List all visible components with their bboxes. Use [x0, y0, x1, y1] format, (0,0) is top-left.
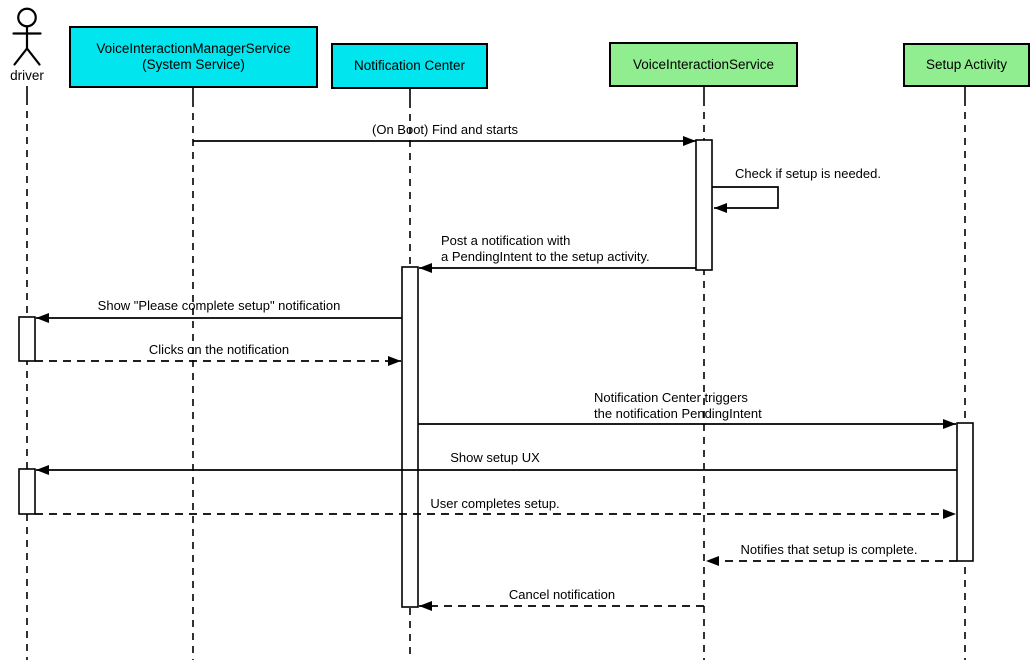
- message-4-label: Show "Please complete setup" notificatio…: [97, 298, 341, 313]
- message-3-label: Post a notification with a PendingIntent…: [441, 233, 650, 264]
- message-arrows: [35, 136, 957, 611]
- person-icon: [12, 7, 42, 66]
- message-9-label: Notifies that setup is complete.: [740, 542, 918, 557]
- message-5-label: Clicks on the notification: [148, 342, 290, 357]
- participant-head-sa: Setup Activity: [903, 43, 1030, 87]
- activation-bar-sa: [956, 422, 974, 562]
- actor-label-driver: driver: [10, 68, 44, 83]
- activation-bars: [18, 139, 974, 608]
- message-1-label: (On Boot) Find and starts: [372, 122, 518, 137]
- participant-head-vims: VoiceInteractionManagerService (System S…: [69, 26, 318, 88]
- message-2-label: Check if setup is needed.: [735, 166, 881, 181]
- participant-head-vis: VoiceInteractionService: [609, 42, 798, 87]
- message-2-self-loop: [712, 186, 779, 213]
- message-7-label: Show setup UX: [450, 450, 540, 465]
- participant-head-nc: Notification Center: [331, 43, 488, 89]
- message-6-label: Notification Center triggers the notific…: [594, 390, 762, 421]
- message-8-label: User completes setup.: [430, 496, 560, 511]
- activation-bar-vis: [695, 139, 713, 271]
- activation-bar-driver-1: [18, 316, 36, 362]
- activation-bar-nc: [401, 266, 419, 608]
- message-10-label: Cancel notification: [508, 587, 616, 602]
- activation-bar-driver-2: [18, 468, 36, 515]
